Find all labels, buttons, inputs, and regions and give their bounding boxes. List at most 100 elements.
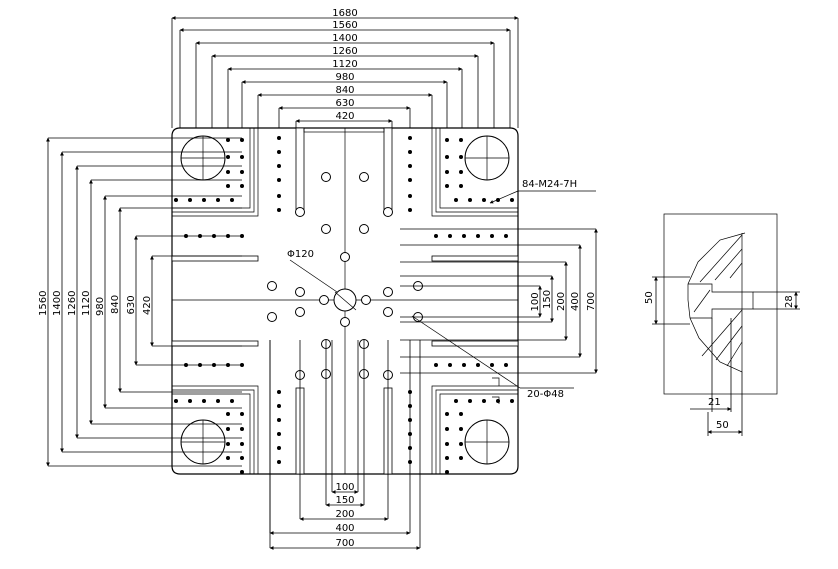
thread-hole (468, 198, 472, 202)
bottom-dim-label: 400 (335, 523, 354, 534)
thread-hole (459, 155, 463, 159)
thread-hole (226, 170, 230, 174)
phi48-hole (361, 295, 371, 305)
top-dim-label: 1120 (332, 59, 357, 70)
thread-hole (496, 399, 500, 403)
thread-hole (202, 399, 206, 403)
thread-hole (448, 234, 452, 238)
thread-hole (277, 208, 281, 212)
thread-hole (459, 138, 463, 142)
thread-hole (434, 234, 438, 238)
thread-hole (226, 138, 230, 142)
left-dim-label: 1400 (52, 291, 63, 316)
thread-hole (240, 470, 244, 474)
thread-hole (188, 399, 192, 403)
thread-hole (240, 155, 244, 159)
right-dim-label: 200 (556, 292, 567, 311)
thread-hole (482, 198, 486, 202)
thread-hole (240, 138, 244, 142)
thread-hole (408, 208, 412, 212)
thread-hole (468, 399, 472, 403)
thread-hole (459, 456, 463, 460)
holes-callout: 20-Φ48 (411, 315, 574, 404)
right-dim-label: 150 (542, 290, 553, 309)
thread-hole (240, 427, 244, 431)
thread-hole (445, 427, 449, 431)
thread-hole (277, 150, 281, 154)
thread-hole (445, 470, 449, 474)
phi48-hole (295, 207, 305, 217)
thread-hole (230, 198, 234, 202)
thread-hole (277, 460, 281, 464)
thread-hole (277, 418, 281, 422)
right-dim-label: 400 (570, 292, 581, 311)
detail-dim-width: 50 (644, 291, 655, 304)
thread-hole (174, 399, 178, 403)
phi48-hole (321, 224, 331, 234)
thread-hole (226, 155, 230, 159)
thread-hole (445, 138, 449, 142)
thread-hole (277, 164, 281, 168)
thread-hole (277, 390, 281, 394)
thread-hole (459, 184, 463, 188)
thread-hole (277, 446, 281, 450)
phi48-hole (295, 307, 305, 317)
thread-hole (226, 184, 230, 188)
phi48-hole (383, 307, 393, 317)
thread-hole (277, 194, 281, 198)
thread-hole (454, 399, 458, 403)
phi48-hole (359, 172, 369, 182)
thread-hole (504, 234, 508, 238)
phi48-hole (319, 295, 329, 305)
right-dim-label: 700 (586, 292, 597, 311)
thread-hole (445, 442, 449, 446)
thread-hole (482, 399, 486, 403)
thread-hole (240, 456, 244, 460)
thread-hole (510, 198, 514, 202)
left-dim-label: 1560 (38, 291, 49, 316)
top-dim-label: 420 (335, 111, 354, 122)
bottom-dim-label: 150 (335, 495, 354, 506)
thread-callout: 84-M24-7H (489, 179, 596, 204)
thread-hole (240, 184, 244, 188)
center-hole-label: Φ120 (287, 249, 314, 260)
thread-hole (510, 399, 514, 403)
detail-dim-depth: 21 (708, 397, 721, 408)
thread-hole (408, 164, 412, 168)
top-dim-label: 980 (335, 72, 354, 83)
thread-hole (504, 363, 508, 367)
thread-hole (240, 412, 244, 416)
thread-hole (216, 399, 220, 403)
thread-callout-label: 84-M24-7H (522, 179, 577, 190)
top-dim-label: 840 (335, 85, 354, 96)
thread-hole (408, 150, 412, 154)
thread-hole (277, 432, 281, 436)
thread-hole (188, 198, 192, 202)
thread-hole (462, 234, 466, 238)
left-dim-label: 840 (110, 295, 121, 314)
thread-hole (277, 404, 281, 408)
top-dim-label: 1680 (332, 8, 357, 19)
thread-hole (490, 363, 494, 367)
thread-hole (445, 184, 449, 188)
thread-hole (202, 198, 206, 202)
top-dim-label: 1400 (332, 33, 357, 44)
thread-hole (434, 363, 438, 367)
thread-hole (226, 412, 230, 416)
thread-hole (445, 456, 449, 460)
thread-hole (240, 442, 244, 446)
phi48-hole (340, 317, 350, 327)
left-dim-label: 420 (142, 296, 153, 315)
left-dim-label: 1260 (67, 291, 78, 316)
thread-hole (230, 399, 234, 403)
thread-hole (459, 412, 463, 416)
thread-hole (459, 442, 463, 446)
thread-hole (490, 234, 494, 238)
center-hole (333, 288, 357, 312)
thread-hole (226, 442, 230, 446)
thread-hole (454, 198, 458, 202)
